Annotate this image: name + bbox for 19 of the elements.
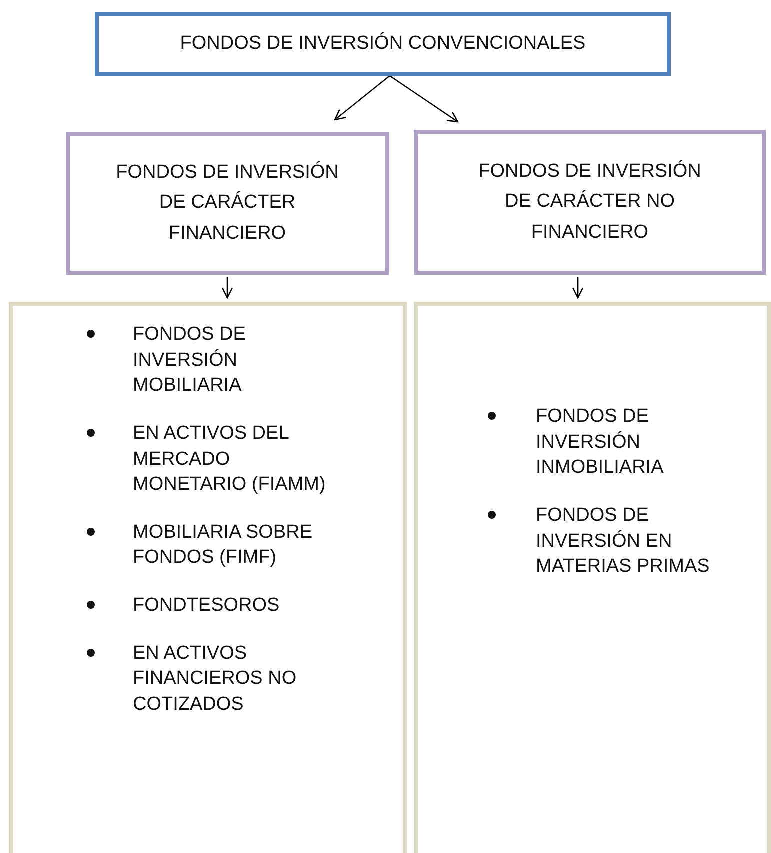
- arrow: [222, 277, 234, 299]
- arrow: [390, 75, 459, 123]
- list-item: MOBILIARIA SOBRE FONDOS (FIMF): [13, 520, 333, 572]
- arrow: [572, 277, 584, 299]
- list-item: EN ACTIVOS DEL MERCADO MONETARIO (FIAMM): [13, 420, 333, 498]
- box-title: FONDOS DE INVERSIÓN DE CARÁCTER FINANCIERO: [115, 160, 340, 246]
- box-title: FONDOS DE INVERSIÓN DE CARÁCTER NO FINANCIERO: [478, 160, 702, 245]
- list-item: EN ACTIVOS FINANCIEROS NO COTIZADOS: [13, 640, 333, 718]
- list-panel: [414, 302, 771, 853]
- arrow: [334, 76, 390, 121]
- list-item: FONDOS DE INVERSIÓN INMOBILIARIA: [418, 404, 736, 481]
- list-panel: [9, 302, 407, 853]
- category-box: [95, 12, 671, 76]
- list-item: FONDTESOROS: [13, 593, 333, 619]
- box-title: FONDOS DE INVERSIÓN CONVENCIONALES: [180, 32, 586, 56]
- category-box: [414, 130, 766, 275]
- list-item: FONDOS DE INVERSIÓN EN MATERIAS PRIMAS: [418, 502, 736, 580]
- category-box: [66, 132, 389, 275]
- list-item: FONDOS DE INVERSIÓN MOBILIARIA: [13, 322, 333, 399]
